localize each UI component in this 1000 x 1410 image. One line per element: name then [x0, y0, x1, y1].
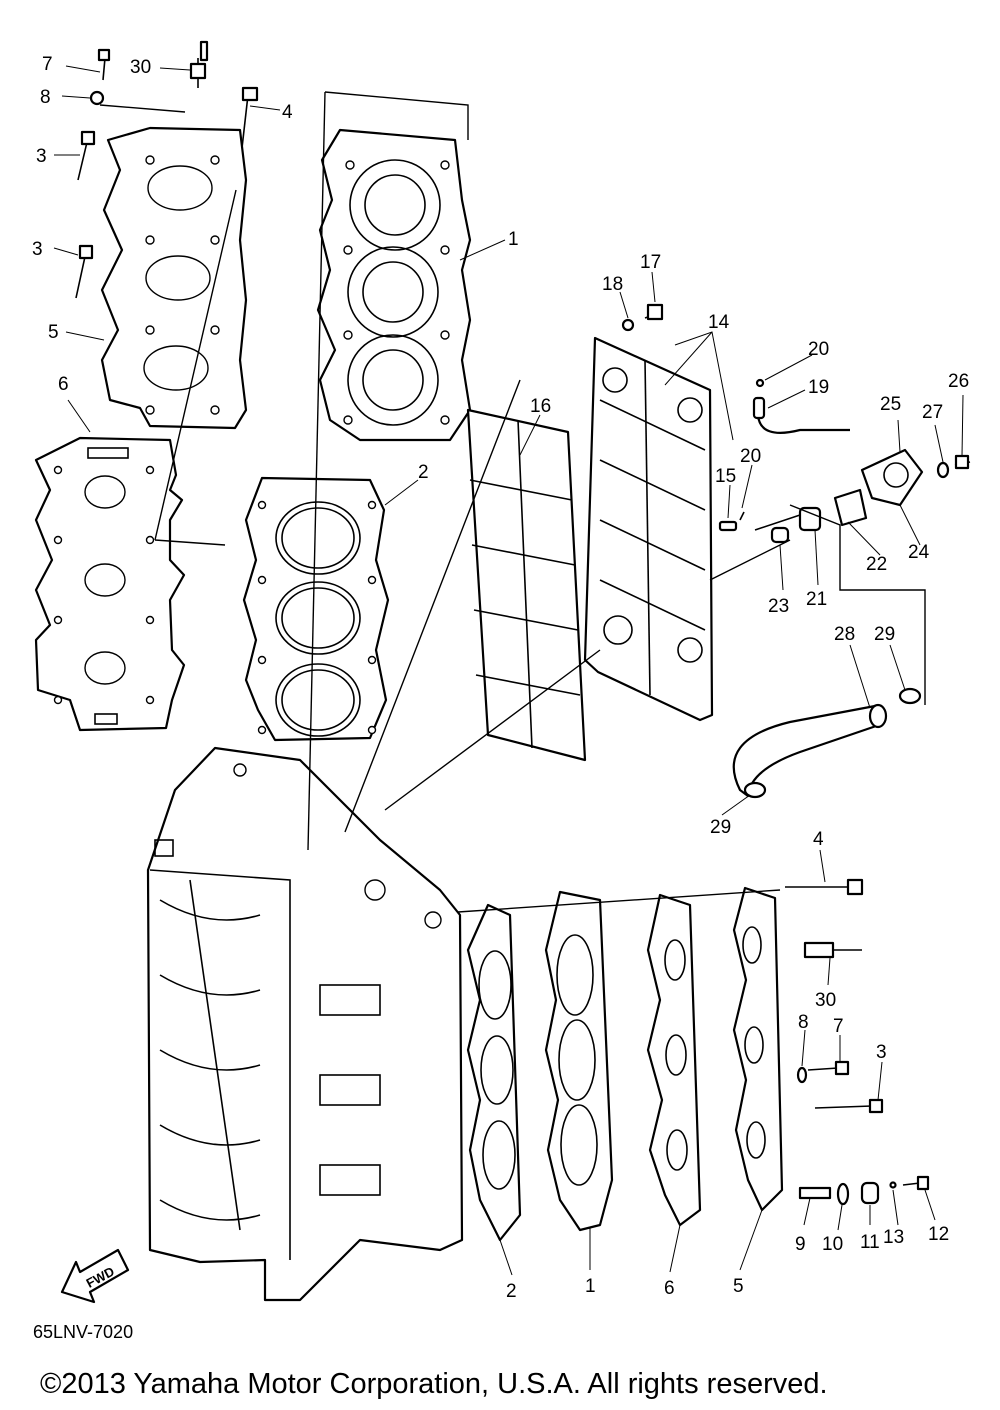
- callout-4-top: 4: [282, 102, 293, 123]
- callout-labels: 7 30 8 4 3 3 5 6 1 2 17 18 14 20 19 26 1…: [32, 54, 969, 1302]
- callout-24: 24: [908, 542, 930, 563]
- callout-6-top: 6: [58, 374, 69, 395]
- callout-3-middle: 3: [32, 239, 43, 260]
- callout-23: 23: [768, 596, 789, 617]
- callout-3-bottom: 3: [876, 1042, 887, 1063]
- cylinder-head-cover-lower: [646, 893, 702, 1227]
- callout-17: 17: [640, 252, 661, 273]
- callout-8-bottom: 8: [798, 1012, 809, 1033]
- callout-15: 15: [715, 466, 736, 487]
- callout-19: 19: [808, 377, 829, 398]
- callout-27: 27: [922, 402, 943, 423]
- callout-26: 26: [948, 371, 969, 392]
- callout-20-upper: 20: [808, 339, 829, 360]
- callout-20-lower: 20: [740, 446, 761, 467]
- cylinder-block: [146, 746, 464, 1302]
- diagram-code: 65LNV-7020: [33, 1322, 133, 1342]
- callout-25: 25: [880, 394, 901, 415]
- bolts-and-fasteners: [75, 40, 930, 1206]
- exhaust-cover-gasket: [466, 408, 587, 762]
- cylinder-head-cover-gasket-lower: [732, 886, 784, 1212]
- cylinder-head-lower: [544, 890, 614, 1232]
- thermostat-assembly: [621, 303, 971, 544]
- cylinder-head-upper: [316, 128, 472, 442]
- callout-29-right: 29: [874, 624, 895, 645]
- forward-direction-arrow: FWD: [60, 1248, 130, 1304]
- callout-5-top: 5: [48, 322, 59, 343]
- cylinder-head-gasket-upper: [242, 476, 390, 742]
- callout-28: 28: [834, 624, 855, 645]
- callout-9: 9: [795, 1234, 806, 1255]
- exhaust-cover: [583, 336, 714, 722]
- callout-29-left: 29: [710, 817, 731, 838]
- callout-30-bottom: 30: [815, 990, 836, 1011]
- callout-22: 22: [866, 554, 887, 575]
- callout-18: 18: [602, 274, 623, 295]
- callout-16: 16: [530, 396, 551, 417]
- callout-7-top: 7: [42, 54, 53, 75]
- leader-lines: [53, 65, 964, 1276]
- cylinder-head-gasket-lower: [466, 903, 522, 1242]
- copyright-notice: ©2013 Yamaha Motor Corporation, U.S.A. A…: [40, 1368, 828, 1400]
- callout-21: 21: [806, 589, 827, 610]
- cylinder-head-cover-gasket-upper: [100, 126, 248, 430]
- callout-11: 11: [860, 1232, 880, 1253]
- water-hose: [732, 687, 922, 799]
- callout-12: 12: [928, 1224, 949, 1245]
- callout-4-bottom: 4: [813, 829, 824, 850]
- callout-1-top: 1: [508, 229, 519, 250]
- callout-30-top: 30: [130, 57, 151, 78]
- callout-7-bottom: 7: [833, 1016, 844, 1037]
- cylinder-head-cover: [34, 436, 186, 732]
- callout-6-bottom: 6: [664, 1278, 675, 1299]
- callout-13: 13: [883, 1227, 904, 1248]
- callout-14: 14: [708, 312, 730, 333]
- callout-8-top: 8: [40, 87, 51, 108]
- callout-3-upper: 3: [36, 146, 47, 167]
- callout-5-bottom: 5: [733, 1276, 744, 1297]
- callout-10: 10: [822, 1234, 843, 1255]
- callout-1-bottom: 1: [585, 1276, 596, 1297]
- callout-2-top: 2: [418, 462, 429, 483]
- callout-2-bottom: 2: [506, 1281, 517, 1302]
